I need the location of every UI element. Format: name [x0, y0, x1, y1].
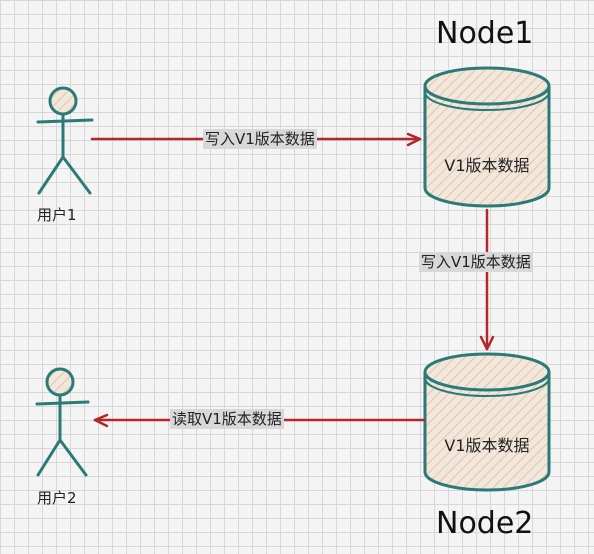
user1-figure: [36, 86, 94, 195]
node1-title: Node1: [436, 16, 534, 51]
node1-cylinder-top: [423, 66, 551, 106]
user2-left-leg: [36, 438, 62, 477]
node1-database: [423, 66, 551, 208]
node2-cylinder-top: [423, 352, 551, 392]
user1-right-leg: [61, 155, 92, 195]
user2-label: 用户2: [37, 489, 77, 507]
edge-label-node1-to-node2: 写入V1版本数据: [419, 252, 533, 272]
node2-database: [423, 352, 551, 492]
node2-cylinder-inner-arc: [424, 377, 550, 397]
user2-right-leg: [58, 438, 88, 477]
node1-content-label: V1版本数据: [444, 156, 530, 175]
user2-arms: [35, 400, 90, 406]
edge-label-node2-to-user2: 读取V1版本数据: [170, 409, 284, 429]
node2-title: Node2: [436, 506, 534, 541]
node2-content-label: V1版本数据: [444, 436, 530, 455]
user2-figure: [35, 367, 90, 477]
user2-head: [45, 367, 75, 397]
node2-cylinder-body: [423, 372, 551, 492]
user1-head: [48, 86, 78, 116]
node1-cylinder-body: [423, 86, 551, 208]
edge-label-user1-to-node1: 写入V1版本数据: [203, 129, 317, 149]
user1-label: 用户1: [37, 206, 77, 224]
arrow-node1-to-node2: [479, 208, 495, 351]
user1-left-leg: [37, 155, 65, 195]
user1-arms: [36, 118, 94, 124]
node1-cylinder-inner-arc: [424, 91, 550, 111]
